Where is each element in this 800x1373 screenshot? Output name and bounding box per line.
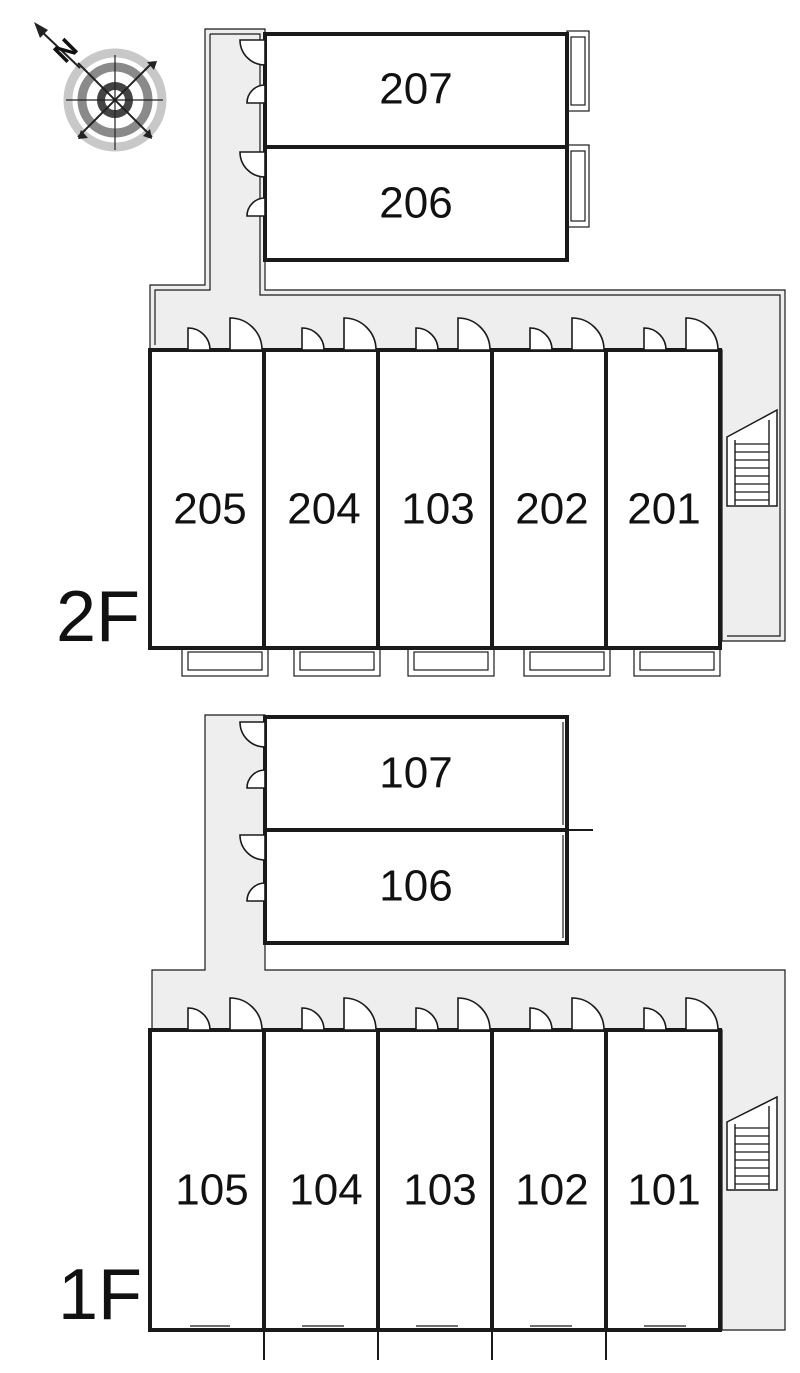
room-number: 207 [379, 65, 452, 114]
floor-1f: 107 106 105 104 103 102 101 [58, 714, 786, 1360]
stairs-2f [726, 408, 778, 507]
room-number: 106 [379, 862, 452, 911]
room-number: 107 [379, 749, 452, 798]
room-202 [490, 348, 608, 650]
compass-icon [34, 22, 167, 152]
room-number: 101 [627, 1166, 700, 1215]
room-number: 103 [401, 485, 474, 534]
floor-label-1f: 1F [58, 1255, 142, 1335]
room-206 [263, 145, 569, 262]
floor-label-2f: 2F [56, 577, 140, 657]
room-107 [263, 715, 569, 832]
room-number: 205 [173, 485, 246, 534]
room-201 [604, 348, 722, 650]
room-102 [490, 1028, 608, 1332]
room-101 [604, 1028, 722, 1332]
room-103-1f [376, 1028, 494, 1332]
room-number: 204 [287, 485, 360, 534]
room-number: 104 [289, 1166, 362, 1215]
room-number: 206 [379, 179, 452, 228]
floor-2f: 207 206 205 204 103 202 201 [56, 28, 786, 677]
room-number: 102 [515, 1166, 588, 1215]
stairs-1f [726, 1095, 778, 1191]
room-number: 202 [515, 485, 588, 534]
room-number: 105 [175, 1166, 248, 1215]
room-number: 103 [403, 1166, 476, 1215]
room-number: 201 [627, 485, 700, 534]
room-106 [263, 828, 569, 945]
